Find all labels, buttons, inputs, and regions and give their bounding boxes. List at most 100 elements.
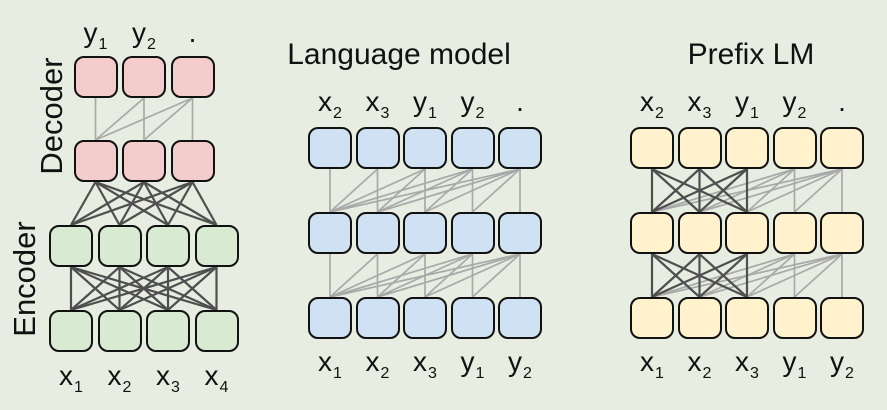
encoder-decoder-cell — [194, 225, 239, 267]
token-subscript: 2 — [702, 365, 712, 382]
token-base: y — [830, 346, 845, 377]
token-base: . — [516, 86, 524, 117]
attention-edge — [329, 253, 473, 298]
token-label: y1 — [783, 348, 807, 382]
prefix-lm-cell — [820, 212, 864, 254]
token-base: x — [107, 360, 122, 391]
encoder-decoder-cell — [146, 310, 190, 352]
token-subscript: 3 — [750, 365, 759, 382]
token-base: x — [156, 360, 171, 391]
token-subscript: 2 — [147, 36, 156, 53]
token-subscript: 1 — [428, 105, 437, 122]
token-base: y — [83, 17, 98, 48]
attention-edge — [471, 253, 521, 298]
token-subscript: 2 — [797, 105, 807, 122]
attention-edge — [424, 253, 521, 298]
language-model-cell — [450, 297, 495, 339]
attention-edge — [329, 253, 426, 298]
language-model-cell — [498, 212, 542, 254]
encoder-decoder-cell — [146, 225, 190, 267]
language-model-cell — [355, 127, 400, 169]
token-base: y — [413, 86, 428, 117]
token-label: x2 — [365, 346, 390, 382]
attention-edge — [377, 168, 521, 213]
token-base: x — [687, 86, 702, 117]
token-label: . — [838, 88, 846, 116]
token-base: x — [59, 360, 74, 391]
language-model-cell — [355, 297, 400, 339]
encoder-decoder-cell — [122, 56, 166, 98]
attention-edge — [329, 168, 426, 213]
prefix-lm-cell — [772, 212, 817, 254]
language-model-cell — [498, 297, 542, 339]
prefix-lm-cell — [677, 127, 722, 169]
token-base: y — [508, 346, 523, 377]
token-label: y1 — [83, 17, 108, 53]
token-label: . — [516, 88, 524, 116]
token-subscript: 2 — [333, 105, 342, 122]
prefix-lm-cell — [630, 212, 674, 254]
token-label: . — [189, 19, 197, 47]
token-subscript: 2 — [655, 105, 664, 122]
language-model-cell — [308, 212, 352, 254]
prefix-lm-cell — [677, 297, 722, 339]
attention-edge — [699, 253, 843, 298]
token-base: . — [188, 17, 197, 48]
token-label: y2 — [132, 17, 156, 53]
language-model-cell — [403, 127, 447, 169]
attention-edge — [699, 168, 843, 213]
token-subscript: 4 — [219, 379, 229, 396]
encoder-side-label: Encoder — [7, 221, 42, 337]
attention-edge — [191, 181, 218, 226]
attention-edge — [167, 266, 218, 311]
token-base: x — [735, 346, 750, 377]
encoder-decoder-cell — [73, 140, 118, 182]
prefix-lm-cell — [772, 297, 817, 339]
token-subscript: 1 — [333, 365, 342, 382]
language-model-cell — [498, 127, 542, 169]
token-label: x3 — [735, 346, 759, 382]
token-subscript: 2 — [475, 105, 485, 122]
attention-edge — [329, 168, 379, 213]
token-label: y2 — [461, 88, 485, 122]
token-subscript: 1 — [655, 365, 664, 382]
token-subscript: 2 — [122, 379, 132, 396]
language-model-cell — [403, 212, 447, 254]
token-label: x2 — [640, 88, 664, 122]
language-model-cell — [355, 212, 400, 254]
prefix-lm-cell — [725, 127, 769, 169]
token-subscript: 1 — [475, 365, 485, 382]
token-label: x3 — [156, 360, 180, 396]
token-base: x — [365, 346, 380, 377]
attention-edge — [329, 168, 521, 213]
token-base: y — [132, 17, 147, 48]
prefix-lm-cell — [772, 127, 817, 169]
panel-title-prefix-lm: Prefix LM — [687, 38, 815, 71]
encoder-decoder-cell — [194, 310, 239, 352]
attention-edge — [167, 181, 194, 226]
token-label: x3 — [413, 346, 437, 382]
prefix-lm-cell — [677, 212, 722, 254]
token-label: y1 — [735, 88, 759, 122]
attention-edge — [793, 253, 843, 298]
token-base: x — [413, 346, 428, 377]
token-subscript: 3 — [428, 365, 437, 382]
token-base: x — [687, 346, 702, 377]
token-base: y — [460, 346, 475, 377]
panel-title-language-model: Language model — [287, 38, 511, 71]
attention-edge — [698, 168, 748, 213]
token-label: x1 — [318, 348, 342, 382]
attention-edge — [746, 168, 843, 213]
language-model-cell — [403, 297, 447, 339]
token-base: x — [318, 86, 333, 117]
token-label: y2 — [830, 346, 854, 382]
encoder-decoder-cell — [170, 56, 215, 98]
token-subscript: 3 — [171, 379, 180, 396]
encoder-decoder-cell — [49, 310, 93, 352]
attention-edge — [746, 253, 843, 298]
attention-edge — [70, 265, 217, 312]
token-label: x2 — [107, 360, 132, 396]
attention-edge — [118, 181, 194, 226]
token-subscript: 1 — [750, 105, 759, 122]
token-label: y2 — [508, 346, 532, 382]
